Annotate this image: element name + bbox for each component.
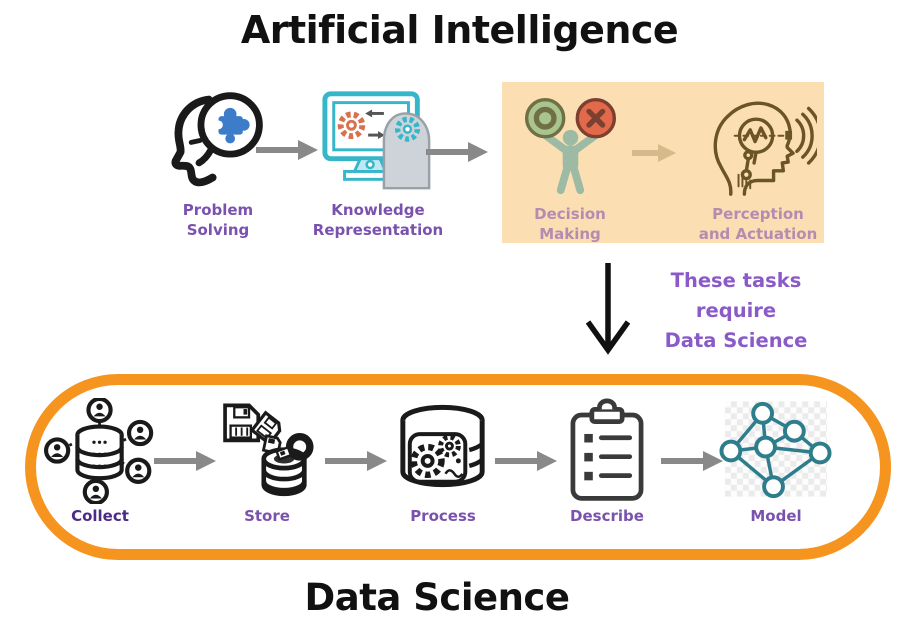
connector-note: These tasks require Data Science bbox=[646, 266, 826, 356]
monitor-gears-icon bbox=[303, 84, 453, 196]
note-line: These tasks bbox=[670, 269, 802, 292]
step-label: Perception and Actuation bbox=[698, 205, 818, 243]
step-label: Knowledge Representation bbox=[312, 201, 444, 239]
floppy-disks-stack-icon bbox=[205, 398, 329, 504]
figure-choice-signs-icon bbox=[508, 88, 632, 200]
step-store: Store bbox=[205, 398, 329, 526]
right-arrow-icon bbox=[256, 140, 318, 160]
step-label: Collect bbox=[71, 507, 129, 525]
step-collect: Collect bbox=[38, 398, 162, 526]
right-arrow-icon bbox=[632, 144, 676, 162]
step-label: Store bbox=[244, 507, 290, 525]
step-knowledge-representation: Knowledge Representation bbox=[303, 84, 453, 240]
users-database-network-icon bbox=[38, 398, 162, 504]
down-arrow-icon bbox=[585, 263, 631, 355]
note-line: require bbox=[695, 299, 777, 322]
step-problem-solving: Problem Solving bbox=[153, 84, 283, 240]
right-arrow-icon bbox=[325, 451, 387, 471]
right-arrow-icon bbox=[154, 451, 216, 471]
step-perception-actuation: Perception and Actuation bbox=[697, 88, 819, 244]
step-label: Decision Making bbox=[534, 205, 606, 243]
page-title: Artificial Intelligence bbox=[240, 8, 679, 52]
step-label: Model bbox=[750, 507, 802, 525]
cyborg-head-icon bbox=[697, 88, 819, 200]
step-decision-making: Decision Making bbox=[508, 88, 632, 244]
step-describe: Describe bbox=[545, 398, 669, 526]
graph-network-icon bbox=[714, 398, 838, 504]
step-model: Model bbox=[714, 398, 838, 526]
step-process: Process bbox=[381, 398, 505, 526]
right-arrow-icon bbox=[661, 451, 723, 471]
step-label: Process bbox=[410, 507, 476, 525]
database-gears-icon bbox=[381, 398, 505, 504]
head-puzzle-icon bbox=[153, 84, 283, 196]
note-line: Data Science bbox=[664, 329, 808, 352]
step-label: Describe bbox=[570, 507, 644, 525]
data-science-title: Data Science bbox=[304, 576, 570, 619]
step-label: Problem Solving bbox=[182, 201, 254, 239]
clipboard-list-icon bbox=[545, 398, 669, 504]
right-arrow-icon bbox=[495, 451, 557, 471]
right-arrow-icon bbox=[426, 142, 488, 162]
